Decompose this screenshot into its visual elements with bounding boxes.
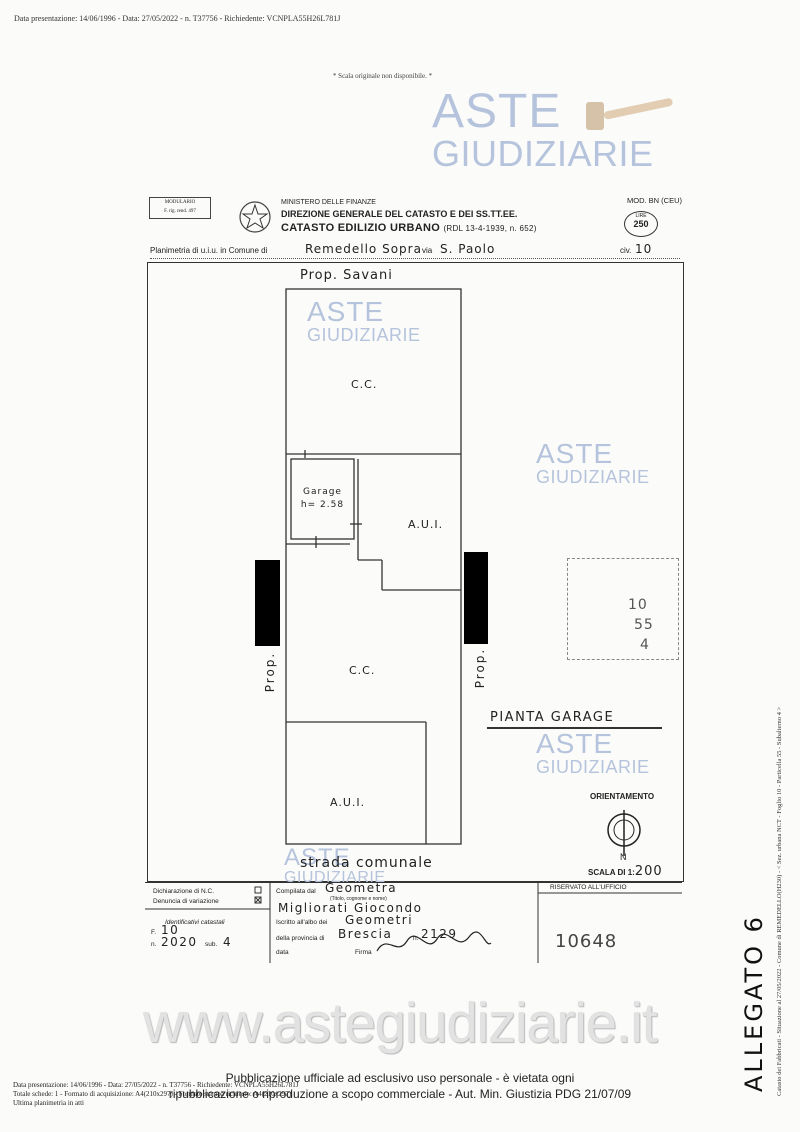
allegato-label: ALLEGATO 6: [740, 914, 768, 1092]
protocol-number: 10648: [555, 931, 618, 952]
compilata-label: Compilata dal: [276, 888, 316, 895]
aui-mid-label: A.U.I.: [408, 518, 444, 531]
prop-right-label: Prop.: [473, 647, 488, 689]
pub-line-1: Pubblicazione ufficiale ad esclusivo uso…: [225, 1071, 575, 1085]
watermark-giudiziarie-2: GIUDIZIARIE: [307, 325, 421, 345]
watermark-aste-5: ASTE: [284, 844, 351, 871]
foot-line-3: Ultima planimetria in atti: [13, 1099, 84, 1107]
watermark-logo-4: ASTE GIUDIZIARIE: [536, 728, 650, 777]
iscritto-label: Iscritto all'albo dei: [276, 919, 328, 926]
watermark-logo-5: ASTE GIUDIZIARIE: [284, 846, 386, 886]
n2-label: n.: [413, 935, 419, 942]
watermark-aste-4: ASTE: [536, 728, 614, 759]
n-value: 2020: [161, 935, 198, 949]
aui-bottom-label: A.U.I.: [330, 796, 366, 809]
garage-height: h= 2.58: [300, 500, 345, 510]
publication-notice: Pubblicazione ufficiale ad esclusivo uso…: [0, 1070, 800, 1102]
iscritto-value: Geometri: [345, 913, 414, 927]
stamp-particella: 55: [634, 617, 654, 633]
n-label: n.: [151, 941, 157, 948]
data-label: data: [276, 949, 289, 956]
f-value: 10: [161, 923, 180, 937]
n2-value: 2129: [421, 927, 458, 941]
nome-value: Migliorati Giocondo: [278, 901, 423, 915]
north-label: N: [620, 852, 627, 862]
titolo-note: (Titolo, cognome e nome): [330, 896, 387, 902]
garage-label: Garage: [303, 487, 342, 497]
site-watermark: www.astegiudiziarie.it: [143, 991, 657, 1054]
gavel-icon: [586, 98, 673, 130]
modulario-ref: F. rig. rend. 497: [164, 209, 196, 214]
north-compass: [607, 810, 641, 856]
watermark-aste-2: ASTE: [307, 296, 385, 327]
watermark-logo-2: ASTE GIUDIZIARIE: [307, 296, 421, 345]
redaction-right: [464, 552, 488, 644]
ministero-label: MINISTERO DELLE FINANZE: [281, 199, 376, 206]
header-info-line: Data presentazione: 14/06/1996 - Data: 2…: [14, 14, 341, 23]
catasto-title: CATASTO EDILIZIO URBANO (RDL 13-4-1939, …: [281, 222, 537, 234]
footer-info: Data presentazione: 14/06/1996 - Data: 2…: [13, 1081, 299, 1108]
riservato-label: RISERVATO ALL'UFFICIO: [550, 884, 627, 891]
rdl-label: (RDL 13-4-1939, n. 652): [443, 224, 537, 233]
modulario-label: MODULARIO: [164, 200, 196, 205]
lire-value: 250: [633, 219, 649, 229]
lire-label: LIRE: [635, 213, 647, 219]
watermark-giudiziarie-5: GIUDIZIARIE: [284, 869, 386, 886]
provincia-label: della provincia di: [276, 935, 325, 942]
planimetria-label: Planimetria di u.i.u. in Comune di: [150, 246, 268, 255]
office-stamp: 10 55 4: [567, 558, 679, 660]
modulario-box: MODULARIO F. rig. rend. 497: [149, 197, 211, 219]
stamp-subalterno: 4: [640, 637, 650, 653]
watermark-giudiziarie: GIUDIZIARIE: [432, 133, 654, 174]
orientamento-label: ORIENTAMENTO: [590, 792, 655, 801]
redaction-left: [255, 560, 280, 646]
bottom-form: Dichiarazione di N.C. Denuncia di variaz…: [145, 881, 682, 963]
civ-value: 10: [635, 242, 653, 256]
mod-label: MOD. BN (CEU): [627, 196, 682, 205]
watermark-giudiziarie-4: GIUDIZIARIE: [536, 757, 650, 777]
via-label: via: [422, 246, 433, 255]
denuncia-label: Denuncia di variazione: [153, 898, 219, 905]
via-value: S. Paolo: [440, 242, 496, 256]
emblem-icon: [239, 201, 271, 233]
stamp-foglio: 10: [628, 597, 648, 613]
prop-left-label: Prop.: [263, 651, 278, 693]
scala-label: SCALA DI 1:: [588, 868, 635, 877]
pub-line-2: ripubblicazione o riproduzione a scopo c…: [168, 1087, 632, 1101]
compilata-value: Geometra: [325, 881, 398, 895]
watermark-logo-3: ASTE GIUDIZIARIE: [536, 438, 650, 487]
comune-value: Remedello Sopra: [305, 242, 422, 256]
strada-label: strada comunale: [300, 855, 433, 871]
pianta-garage-label: PIANTA GARAGE: [490, 710, 615, 725]
f-label: F.: [151, 929, 157, 936]
identificativi-label: Identificativi catastali: [165, 919, 225, 926]
foot-line-2: Totale schede: 1 - Formato di acquisizio…: [13, 1090, 291, 1098]
scala-row: SCALA DI 1:200: [588, 864, 663, 879]
provincia-value: Brescia: [338, 927, 393, 941]
firma-label: Firma: [355, 949, 372, 956]
scala-value: 200: [634, 864, 663, 879]
catasto-label: CATASTO EDILIZIO URBANO: [281, 222, 441, 234]
side-vertical-text: Catasto dei Fabbricati - Situazione al 2…: [776, 706, 783, 1096]
scale-note: * Scala originale non disponibile. *: [332, 72, 433, 80]
cc-top-label: C.C.: [351, 378, 378, 391]
watermark-aste-3: ASTE: [536, 438, 614, 469]
lire-badge: LIRE 250: [624, 211, 658, 237]
watermark-logo: ASTE GIUDIZIARIE: [432, 88, 654, 172]
civ-label: civ.: [620, 246, 632, 255]
watermark-aste: ASTE: [432, 85, 562, 138]
sub-value: 4: [223, 935, 233, 949]
plan-sheet: [147, 262, 684, 882]
watermark-giudiziarie-3: GIUDIZIARIE: [536, 467, 650, 487]
foot-line-1: Data presentazione: 14/06/1996 - Data: 2…: [13, 1081, 299, 1089]
prop-top-label: Prop. Savani: [300, 268, 393, 283]
cc-mid-label: C.C.: [349, 664, 376, 677]
sub-label: sub.: [205, 941, 218, 948]
dichiarazione-label: Dichiarazione di N.C.: [153, 888, 215, 895]
planimetria-row: Planimetria di u.i.u. in Comune di Remed…: [150, 242, 680, 259]
signature: [376, 931, 492, 952]
direzione-label: DIREZIONE GENERALE DEL CATASTO E DEI SS.…: [281, 209, 518, 219]
